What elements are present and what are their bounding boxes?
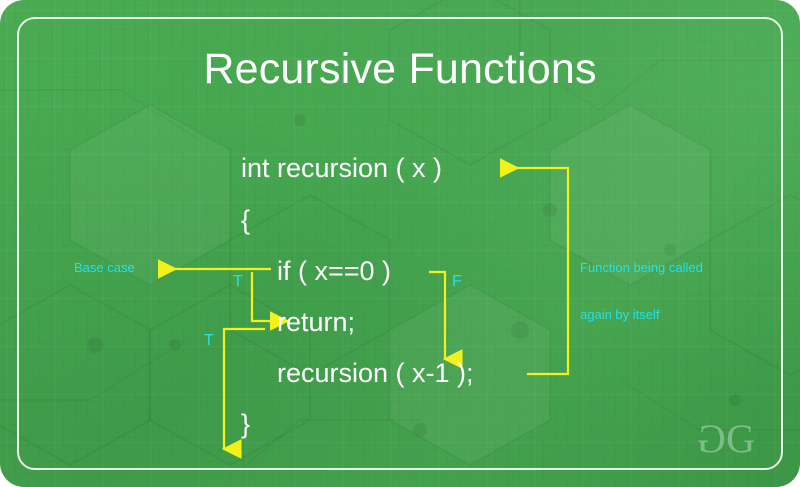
annotation-recursion-note: Function being called again by itself bbox=[580, 229, 703, 354]
code-line-close-brace: } bbox=[241, 409, 251, 439]
annotation-recursion-note-line2: again by itself bbox=[580, 306, 660, 322]
page-title: Recursive Functions bbox=[203, 45, 597, 93]
arrow-if-false-to-recursion bbox=[429, 270, 463, 369]
watermark-glyph-left: G bbox=[698, 416, 727, 461]
annotation-base-case: Base case bbox=[74, 260, 135, 275]
code-line-if-statement: if ( x==0 ) bbox=[277, 256, 392, 286]
branch-label-true-return: T bbox=[204, 332, 214, 349]
watermark-glyph-right: G bbox=[726, 416, 755, 461]
code-line-open-brace: { bbox=[241, 205, 251, 235]
code-line-return: return; bbox=[277, 307, 356, 337]
geeksforgeeks-watermark: GG bbox=[698, 416, 755, 461]
code-line-recursive-call: recursion ( x-1 ); bbox=[277, 358, 474, 388]
branch-label-false-if: F bbox=[452, 273, 462, 290]
arrow-if-true-to-return bbox=[250, 272, 290, 331]
arrow-recursion-feedback-loop bbox=[499, 158, 570, 376]
code-line-signature: int recursion ( x ) bbox=[241, 153, 443, 183]
annotation-recursion-note-line1: Function being called bbox=[580, 260, 703, 276]
branch-label-true-if: T bbox=[233, 273, 243, 290]
